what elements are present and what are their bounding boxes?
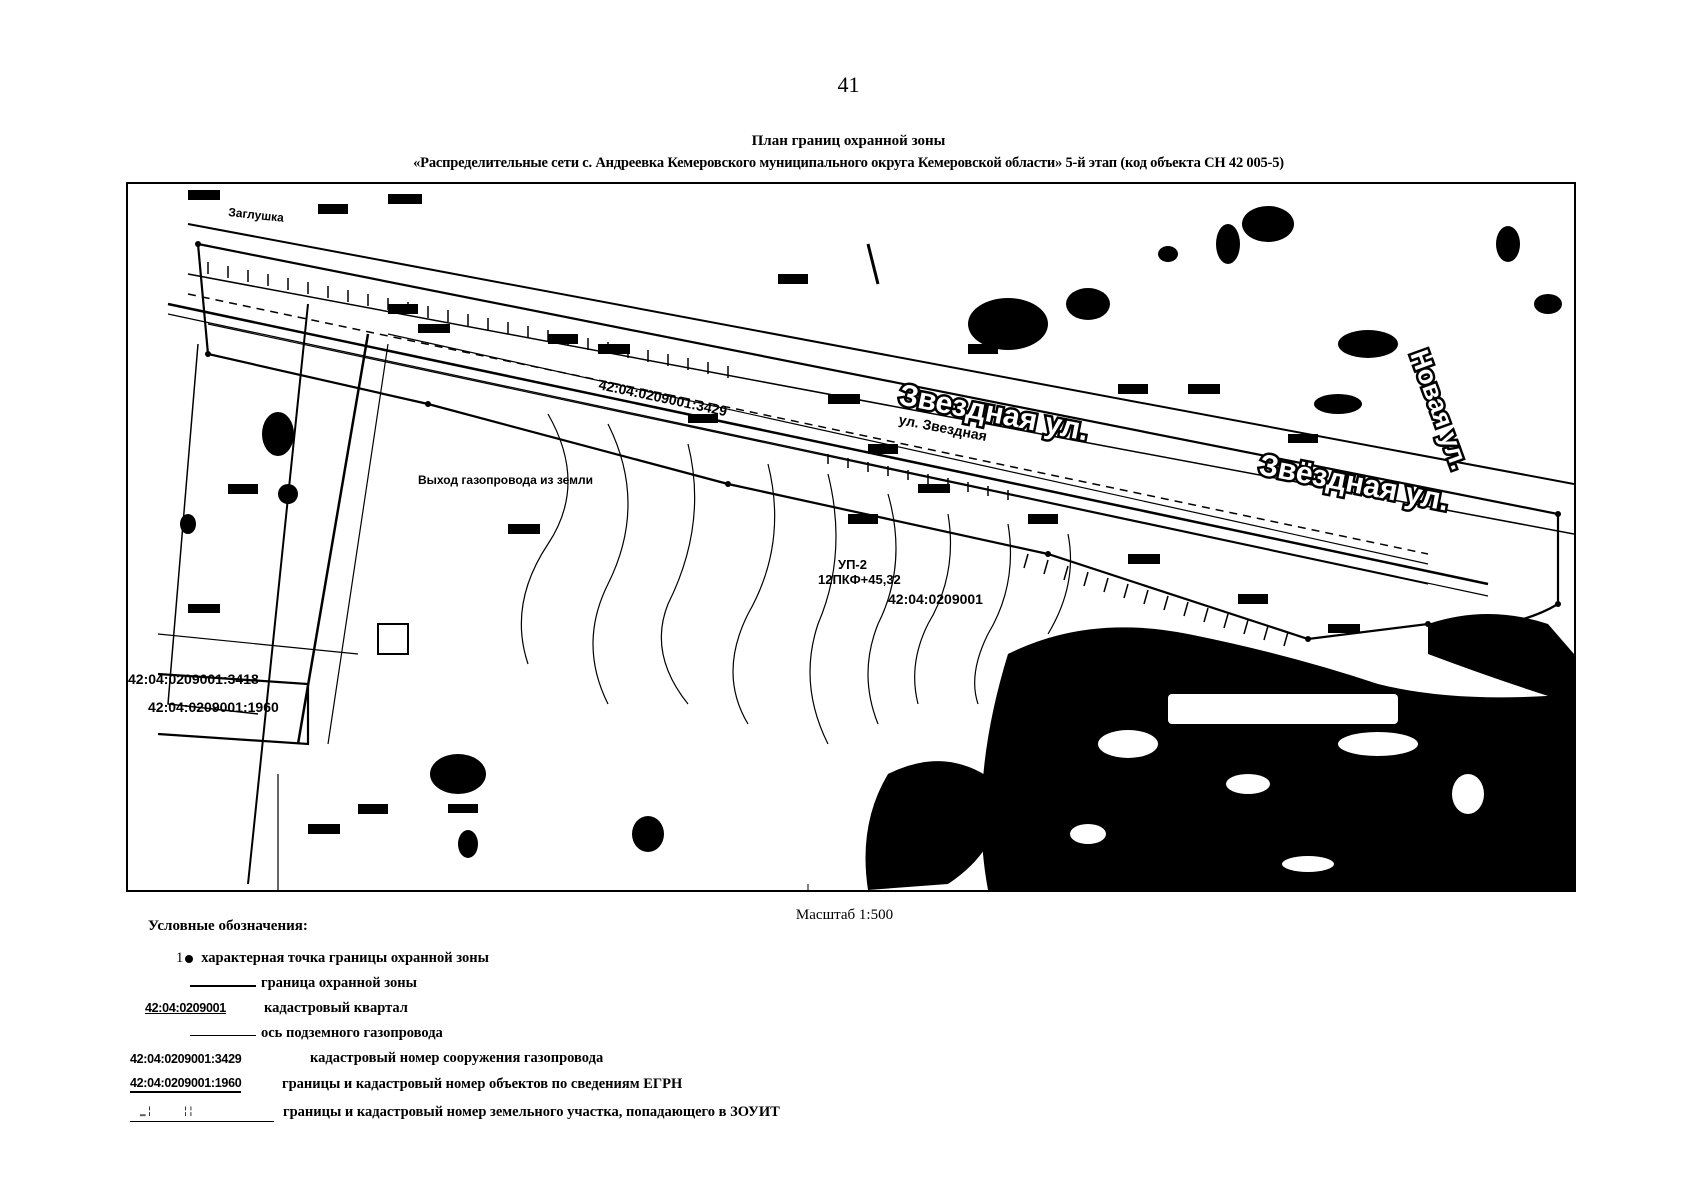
legend-symbol-cadastral-quarter: 42:04:0209001 (145, 1001, 226, 1015)
left-plots (157, 303, 409, 890)
legend-item-structure-number: кадастровый номер сооружения газопровода (310, 1050, 604, 1066)
legend-symbol-egrn-objects: 42:04:0209001:1960 (130, 1076, 242, 1093)
annotation-up2: УП-2 (838, 557, 867, 572)
protection-zone-map: Звездная ул. Звёздная ул. Новая ул. ул. … (126, 182, 1576, 892)
legend-item-egrn-objects: границы и кадастровый номер объектов по … (282, 1076, 683, 1092)
characteristic-points (195, 241, 1561, 642)
street-corridor (187, 223, 1574, 641)
legend-symbol-pipeline-axis (190, 1035, 256, 1036)
cadastral-label-plot-3418: 42:04:0209001:3418 (128, 671, 259, 687)
contour-lines (520, 413, 1072, 745)
annotation-plug: Заглушка (228, 205, 285, 225)
cadastral-label-structure: 42:04:0209001:3429 (597, 376, 728, 419)
map-drawing: Звездная ул. Звёздная ул. Новая ул. ул. … (128, 190, 1574, 890)
legend-symbol-structure-number: 42:04:0209001:3429 (130, 1052, 242, 1066)
vegetation-blobs (180, 206, 1574, 890)
legend-point-number: 1 (176, 950, 184, 966)
legend-symbol-land-plot (130, 1121, 274, 1122)
legend-title: Условные обозначения: (148, 918, 308, 934)
scale-label: Масштаб 1:500 (795, 907, 894, 923)
street-name-labels: Звездная ул. Звёздная ул. Новая ул. ул. … (894, 343, 1478, 520)
cadastral-label-quarter: 42:04:0209001 (888, 591, 983, 607)
zone-hatching (207, 262, 1289, 647)
legend-item-zone-boundary: граница охранной зоны (261, 975, 417, 991)
legend-symbol-zone-boundary (190, 985, 256, 987)
plan-subtitle: «Распределительные сети с. Андреевка Кем… (413, 155, 1284, 171)
plan-title: План границ охранной зоны (751, 133, 946, 149)
legend-item-cadastral-quarter: кадастровый квартал (264, 1000, 408, 1016)
street-label-zvezdnaya-2: Звёздная ул. (1257, 448, 1452, 517)
annotation-picket: 12ПКФ+45,32 (818, 572, 901, 587)
gas-pipeline-axis (167, 302, 1489, 597)
point-marker-icon (185, 954, 194, 963)
legend-item-pipeline-axis: ось подземного газопровода (261, 1025, 443, 1041)
legend-item-land-plot: границы и кадастровый номер земельного у… (283, 1104, 780, 1120)
cadastral-labels: 42:04:0209001:3429 42:04:0209001 42:04:0… (128, 205, 983, 715)
cadastral-label-plot-1960: 42:04:0209001:1960 (148, 699, 279, 715)
page-number: 41 (837, 72, 860, 97)
legend-symbol-land-plot-ticks: ‗ ¦ ¦ ¦ (140, 1106, 193, 1117)
annotation-pipe-exit: Выход газопровода из земли (418, 473, 593, 487)
egrn-label-boxes (188, 190, 1360, 834)
marker-stroke (866, 243, 880, 285)
